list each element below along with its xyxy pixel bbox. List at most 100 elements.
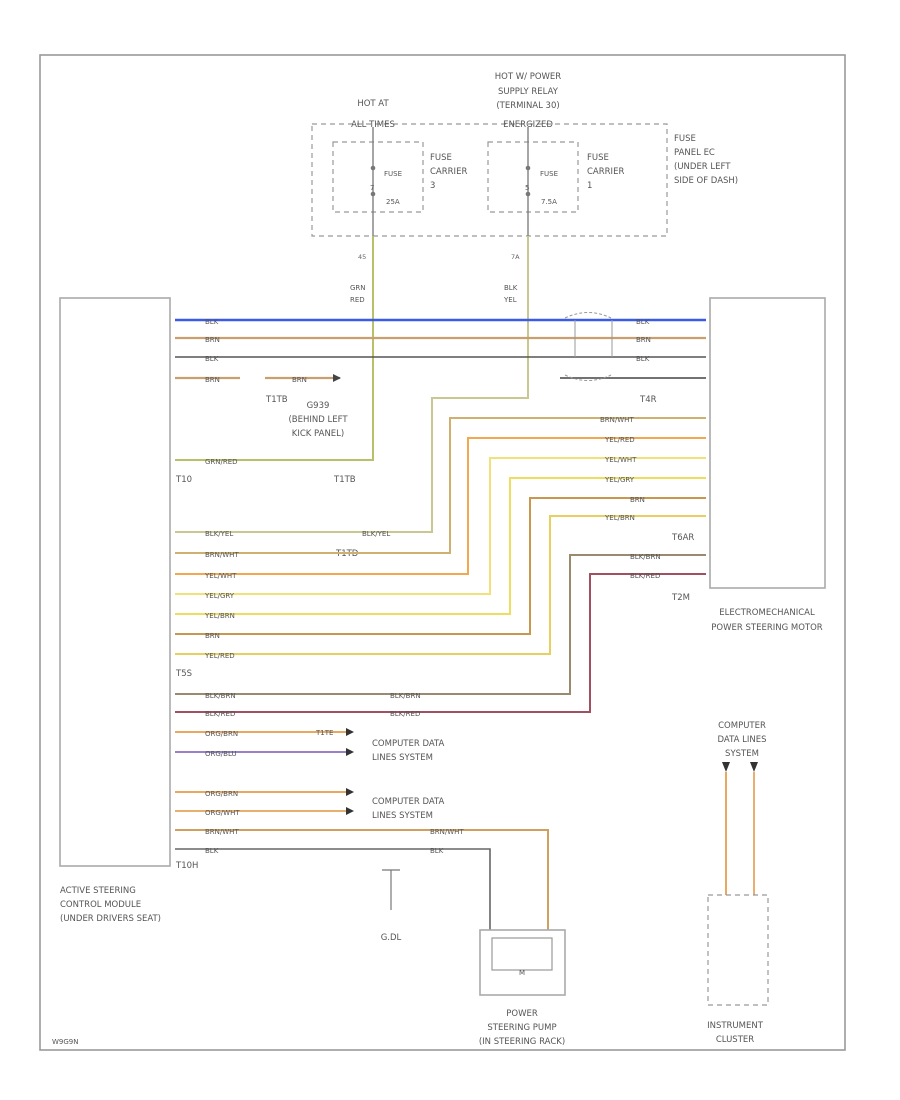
labels-pump-wires: BRN/WHT BRN/WHT BLK BLK [205,828,464,855]
svg-text:25A: 25A [386,198,400,206]
svg-text:STEERING PUMP: STEERING PUMP [487,1023,556,1033]
svg-text:CLUSTER: CLUSTER [716,1035,754,1045]
arrow-data-2a [346,788,354,796]
svg-text:YEL/BRN: YEL/BRN [204,612,235,620]
svg-text:POWER: POWER [506,1009,538,1019]
svg-text:BRN: BRN [205,376,220,384]
label-ground-g939: G939 (BEHIND LEFT KICK PANEL) [288,401,348,439]
svg-text:INSTRUMENT: INSTRUMENT [707,1021,764,1031]
power-steering-pump [479,929,566,996]
label-fuse-carrier-2: FUSE CARRIER 1 [587,153,624,191]
arrow-data-2b [346,807,354,815]
active-steering-module [59,297,171,867]
svg-text:(BEHIND LEFT: (BEHIND LEFT [288,415,348,425]
svg-text:FUSE: FUSE [540,170,558,178]
labels-left-middle-wires: BRN/WHT YEL/WHT YEL/GRY YEL/BRN BRN YEL/… [204,551,239,660]
svg-text:7: 7 [370,184,374,192]
svg-text:BLK: BLK [636,318,650,326]
ground-arrow [333,374,341,382]
svg-text:(TERMINAL 30): (TERMINAL 30) [496,101,559,111]
svg-text:BLK/BRN: BLK/BRN [390,692,421,700]
svg-text:FUSE: FUSE [430,153,452,163]
svg-text:BRN/WHT: BRN/WHT [205,551,239,559]
conn-t1tb-lower: T1TB [333,475,356,485]
svg-text:BLK: BLK [430,847,444,855]
svg-text:RED: RED [350,296,365,304]
label-ground-bottom: G.DL [381,933,402,943]
label-fuse-2: FUSE 5 7.5A [525,170,558,206]
svg-text:HOT AT: HOT AT [357,99,389,109]
svg-text:YEL/WHT: YEL/WHT [604,456,637,464]
svg-text:(UNDER LEFT: (UNDER LEFT [674,162,731,172]
svg-text:YEL/RED: YEL/RED [204,652,235,660]
svg-text:ORG/WHT: ORG/WHT [205,809,240,817]
label-power-steering-pump: POWER STEERING PUMP (IN STEERING RACK) [479,1009,565,1047]
wire-blk-brn [175,554,706,695]
wire-feed-blk-yel [360,236,529,533]
svg-text:ENERGIZED: ENERGIZED [503,120,553,130]
svg-text:1: 1 [587,181,592,191]
wire-blk-red [175,573,706,713]
wire-blk-pump [175,848,491,930]
svg-text:3: 3 [430,181,435,191]
label-data-lines-2: COMPUTER DATA LINES SYSTEM [372,797,445,821]
label-wire-blk-yel: BLK/YEL BLK/YEL [205,530,390,538]
svg-text:7.5A: 7.5A [541,198,557,206]
svg-text:(IN STEERING RACK): (IN STEERING RACK) [479,1037,565,1047]
svg-text:ACTIVE STEERING: ACTIVE STEERING [60,886,136,896]
svg-text:FUSE: FUSE [674,134,696,144]
label-data-lines-1: COMPUTER DATA LINES SYSTEM [372,739,445,763]
splice-dashes [564,312,612,381]
svg-text:BLK: BLK [205,355,219,363]
svg-text:(UNDER DRIVERS SEAT): (UNDER DRIVERS SEAT) [60,914,161,924]
arrow-cluster-1 [722,762,730,772]
svg-text:BLK: BLK [205,847,219,855]
svg-text:YEL/GRY: YEL/GRY [604,476,635,484]
arrow-data-1a [346,728,354,736]
fuse-panel-outline [311,123,668,237]
pin-top-2: 7A [511,253,520,261]
svg-text:BRN: BRN [636,336,651,344]
svg-text:BLK: BLK [205,318,219,326]
svg-text:G939: G939 [307,401,330,411]
svg-text:BRN: BRN [630,496,645,504]
arrow-cluster-2 [750,762,758,772]
pump-motor-symbol [491,937,553,971]
wire-yel-red [175,515,706,655]
wire-brn-wht [175,417,706,554]
svg-text:BLK/RED: BLK/RED [390,710,420,718]
svg-text:5: 5 [525,184,529,192]
svg-text:YEL/BRN: YEL/BRN [604,514,635,522]
fuse-2-terminal-top [525,165,531,171]
svg-text:POWER STEERING MOTOR: POWER STEERING MOTOR [711,623,822,633]
diagram-frame [39,54,846,1051]
conn-t10: T10 [175,475,192,485]
svg-text:DATA LINES: DATA LINES [718,735,767,745]
svg-text:BRN: BRN [205,336,220,344]
svg-text:ORG/BLU: ORG/BLU [205,750,237,758]
instrument-cluster [707,894,769,1006]
conn-t10h: T10H [175,861,198,871]
wire-yel-brn [175,477,706,615]
wire-brn-3 [175,497,706,635]
svg-text:YEL/WHT: YEL/WHT [204,572,237,580]
diagram-code: W9G9N [52,1038,79,1046]
label-power-steering-motor: ELECTROMECHANICAL POWER STEERING MOTOR [711,608,822,633]
svg-text:CARRIER: CARRIER [587,167,624,177]
label-fuse-carrier-1: FUSE CARRIER 3 [430,153,467,191]
fuse-carrier-2-box [487,141,579,213]
svg-text:FUSE: FUSE [384,170,402,178]
svg-text:ALL TIMES: ALL TIMES [351,120,395,130]
svg-text:SUPPLY RELAY: SUPPLY RELAY [498,87,559,97]
fuse-2-terminal-bottom [525,191,531,197]
conn-t4r: T4R [639,395,657,405]
label-wire-top-2: BLK YEL [503,284,518,304]
fuse-1-terminal-top [370,165,376,171]
svg-text:BLK/YEL: BLK/YEL [362,530,390,538]
svg-text:BLK/BRN: BLK/BRN [205,692,236,700]
svg-text:BRN: BRN [292,376,307,384]
svg-text:YEL/RED: YEL/RED [604,436,635,444]
svg-text:SYSTEM: SYSTEM [725,749,759,759]
